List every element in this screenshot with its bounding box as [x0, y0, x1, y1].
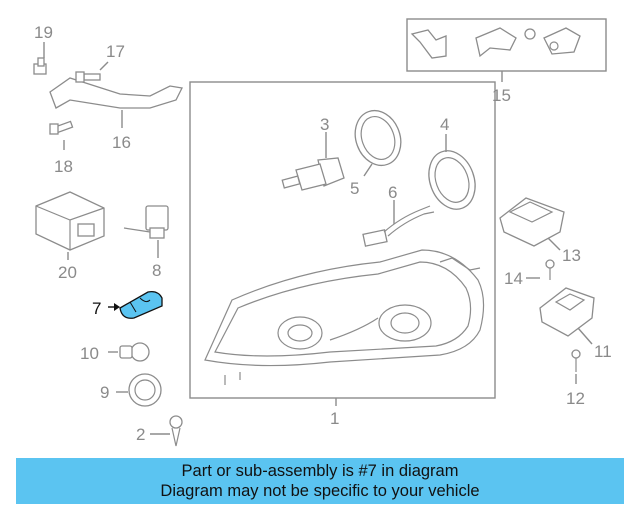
part-11-module [539, 287, 595, 345]
part-14-screw [526, 259, 555, 280]
callout-7: 7 [92, 299, 101, 318]
part-19-screw [33, 42, 47, 75]
part-8-bulb [123, 205, 169, 258]
part-2-screw [150, 415, 183, 447]
headlight-assembly-frame [189, 81, 496, 406]
callout-17: 17 [106, 42, 125, 61]
callout-10: 10 [80, 344, 99, 363]
callout-4: 4 [440, 115, 449, 134]
part-7-bulb-highlighted[interactable] [108, 290, 163, 319]
part-10-bulb [108, 342, 150, 362]
callout-5: 5 [350, 179, 359, 198]
callout-14: 14 [504, 269, 523, 288]
part-12-screw [571, 349, 581, 384]
callout-2: 2 [136, 425, 145, 444]
callout-11: 11 [594, 342, 612, 361]
callout-13: 13 [562, 246, 581, 265]
callout-16: 16 [112, 133, 131, 152]
part-3-bulb [281, 132, 345, 191]
part-17-screw [75, 61, 109, 83]
part-13-module [499, 197, 565, 251]
callout-19: 19 [34, 23, 53, 42]
part-16-bracket [49, 77, 183, 128]
callout-12: 12 [566, 389, 585, 408]
part-15-brackets [406, 18, 607, 82]
part-5-seal [354, 109, 402, 177]
banner-line-2: Diagram may not be specific to your vehi… [160, 482, 480, 500]
part-4-cap [428, 134, 476, 210]
headlight-housing [204, 249, 485, 385]
part-9-adjuster [116, 373, 162, 407]
callout-8: 8 [152, 261, 161, 280]
parts-diagram: 1 2 3 4 5 6 7 8 9 10 11 12 13 14 15 16 1… [33, 18, 612, 447]
callout-15: 15 [492, 86, 511, 105]
callout-3: 3 [320, 115, 329, 134]
callout-20: 20 [58, 263, 77, 282]
part-18-screw [49, 120, 74, 150]
banner-line-1: Part or sub-assembly is #7 in diagram [181, 462, 459, 480]
callout-18: 18 [54, 157, 73, 176]
part-20-module [35, 191, 105, 260]
part-6-socket [362, 200, 435, 247]
callout-6: 6 [388, 183, 397, 202]
info-banner: Part or sub-assembly is #7 in diagram Di… [16, 458, 624, 504]
callout-9: 9 [100, 383, 109, 402]
callout-1: 1 [330, 409, 339, 428]
